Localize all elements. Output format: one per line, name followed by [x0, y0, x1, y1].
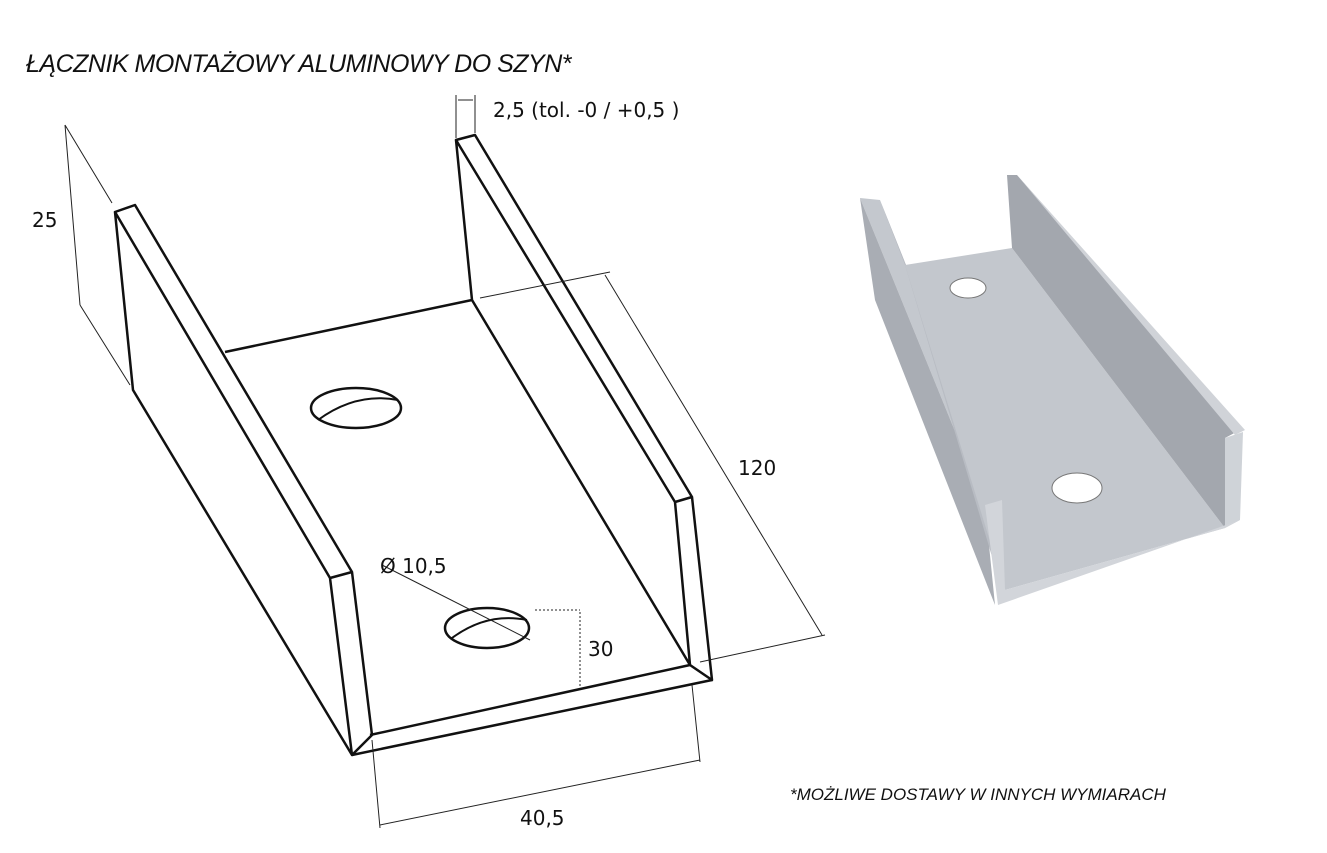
right-wall [454, 133, 714, 682]
thickness-dimension: 2,5 (tol. -0 / +0,5 ) [493, 98, 680, 122]
left-wall [113, 203, 374, 757]
line-drawing [113, 133, 714, 757]
product-render [860, 175, 1245, 605]
footnote: *MOŻLIWE DOSTAWY W INNYCH WYMIARACH [790, 785, 1166, 804]
dimension-lines [64, 95, 826, 829]
hole-diameter-dimension: Ø 10,5 [380, 554, 447, 578]
floor-front [351, 663, 713, 757]
hole-back [309, 386, 403, 430]
width-dimension: 40,5 [520, 806, 565, 830]
drawing-title: ŁĄCZNIK MONTAŻOWY ALUMINOWY DO SZYN* [26, 50, 572, 78]
height-dimension: 25 [32, 208, 58, 232]
hole-front [443, 606, 531, 650]
floor-back-edge [224, 298, 473, 354]
length-dimension: 120 [738, 456, 777, 480]
hole-offset-dimension: 30 [588, 637, 614, 661]
